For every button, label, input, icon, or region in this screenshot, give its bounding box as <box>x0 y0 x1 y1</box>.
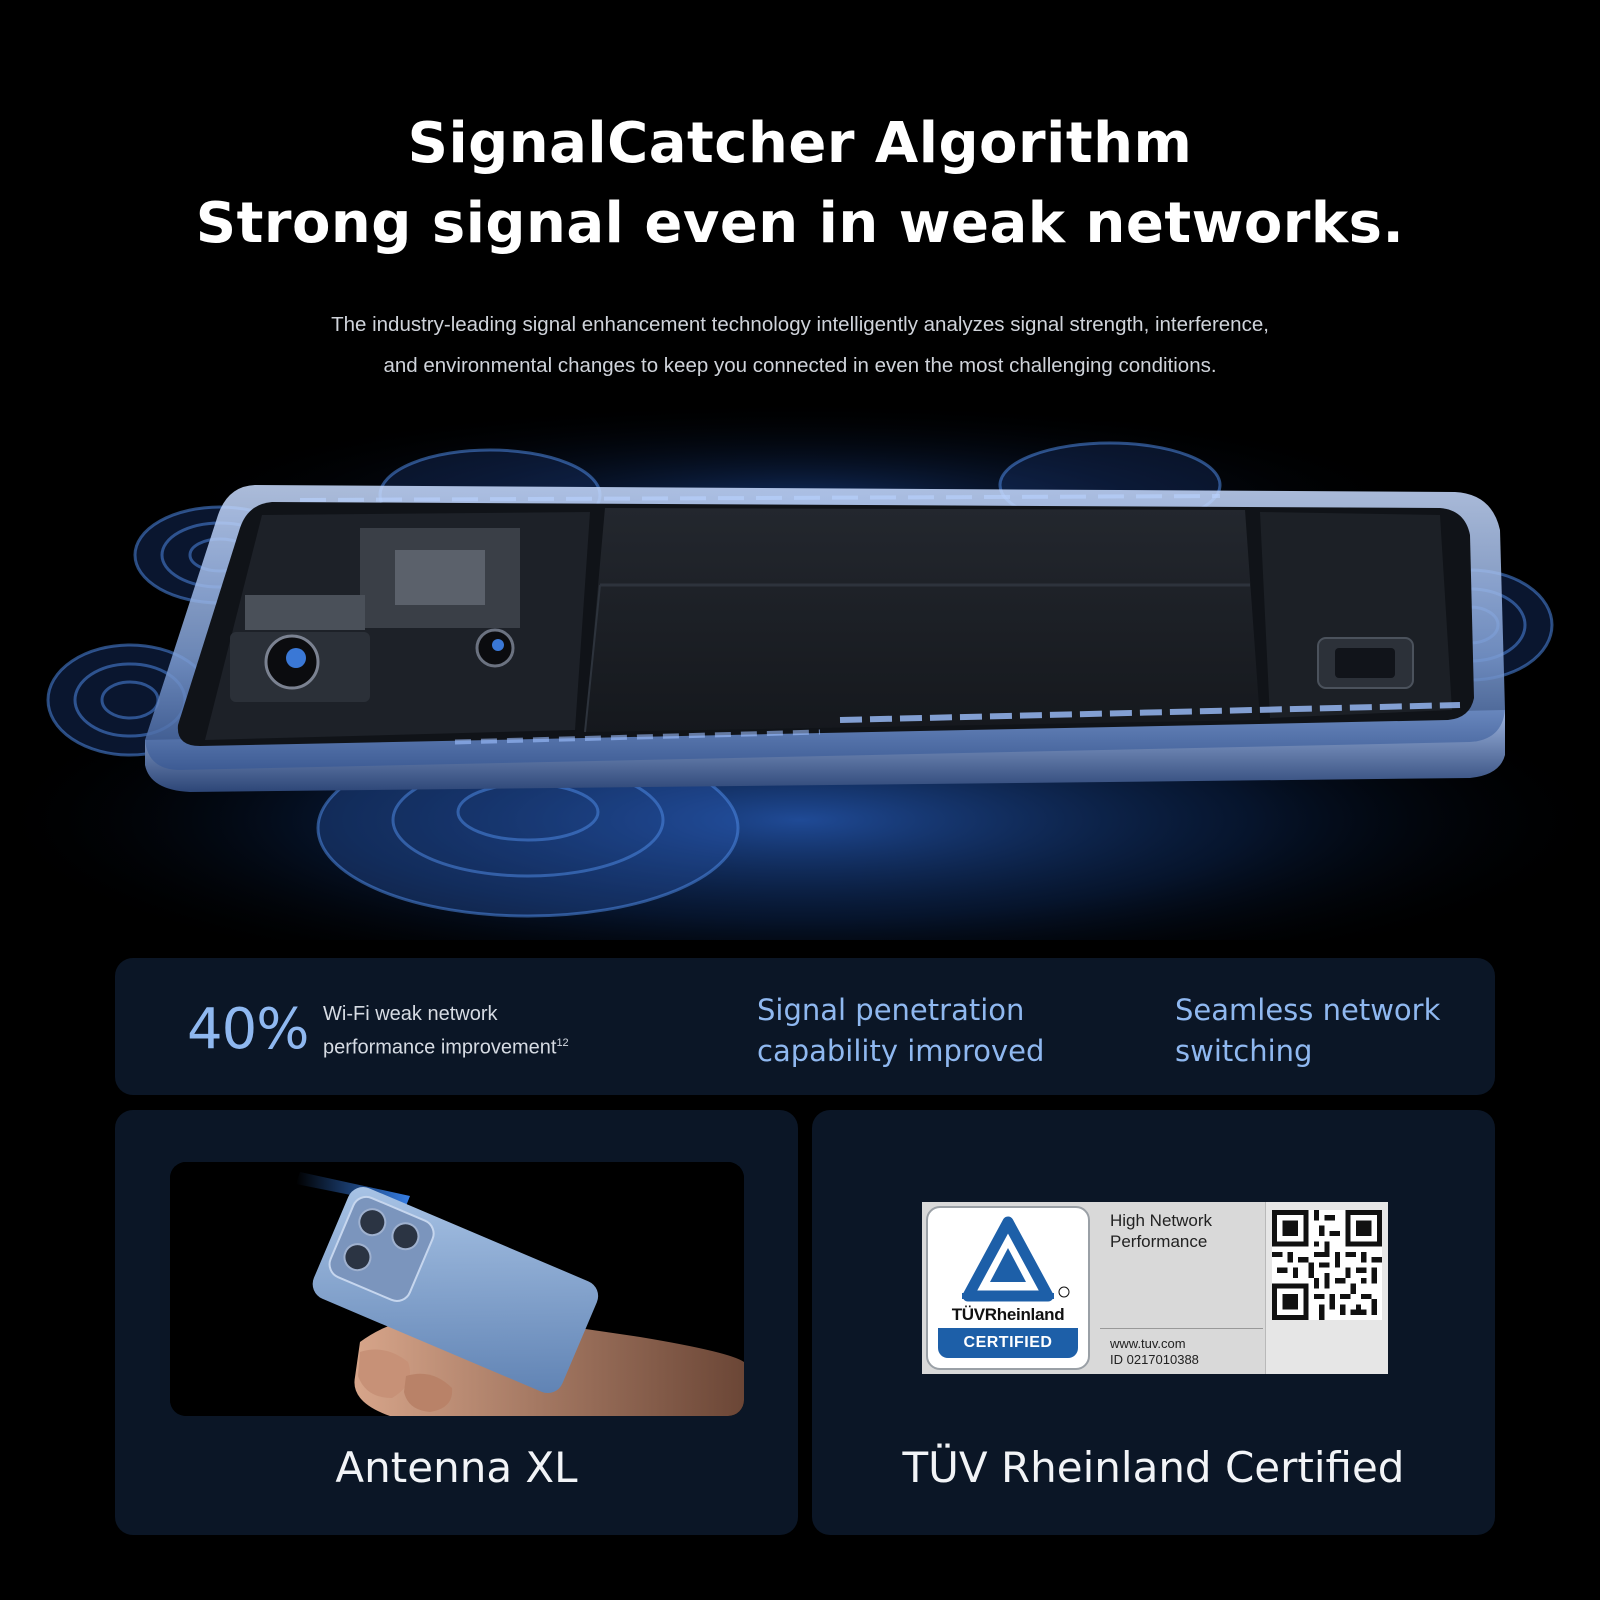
feature-seamless-switching: Seamless network switching <box>1175 990 1440 1072</box>
tuv-logo: TÜVRheinland CERTIFIED <box>926 1206 1090 1370</box>
antenna-xl-card: Antenna XL <box>115 1110 798 1535</box>
phone-internals-image <box>0 400 1600 940</box>
antenna-xl-caption: Antenna XL <box>335 1443 578 1492</box>
qr-code-icon <box>1272 1210 1382 1320</box>
footnote-marker: 12 <box>556 1037 569 1049</box>
page-title-line-2: Strong signal even in weak networks. <box>195 191 1405 256</box>
tuv-website: www.tuv.com <box>1110 1336 1186 1351</box>
tuv-certified-card: TÜVRheinland CERTIFIED High Network Perf… <box>812 1110 1495 1535</box>
tuv-info-title: High Network Performance <box>1110 1210 1212 1252</box>
wifi-desc-line-2-text: performance improvement <box>323 1036 557 1059</box>
hand-phone-image <box>170 1162 744 1416</box>
wifi-improvement-value: 40% <box>187 997 309 1062</box>
tuv-certification-badge: TÜVRheinland CERTIFIED High Network Perf… <box>922 1202 1388 1374</box>
tuv-certified-caption: TÜV Rheinland Certified <box>902 1443 1405 1492</box>
tuv-info-footer: www.tuv.com ID 0217010388 <box>1110 1336 1199 1368</box>
feature-signal-penetration: Signal penetration capability improved <box>757 990 1044 1072</box>
hero-section: SignalCatcher Algorithm Strong signal ev… <box>0 0 1600 386</box>
phone-body <box>145 485 1505 792</box>
page-title-line-1: SignalCatcher Algorithm <box>407 111 1193 176</box>
feature2-line-2: switching <box>1175 1034 1313 1068</box>
tuv-brand-text: TÜVRheinland <box>951 1305 1065 1324</box>
wifi-improvement-description: Wi-Fi weak network performance improveme… <box>323 1000 569 1063</box>
tuv-info-line-2: Performance <box>1110 1232 1208 1251</box>
tuv-info-line-1: High Network <box>1110 1211 1213 1230</box>
tuv-triangle-icon <box>962 1216 1070 1302</box>
wifi-desc-line-1: Wi-Fi weak network <box>323 1003 498 1025</box>
tuv-info-divider <box>1100 1328 1263 1329</box>
tuv-certified-label: CERTIFIED <box>938 1328 1078 1358</box>
stats-card: 40% Wi-Fi weak network performance impro… <box>115 958 1495 1095</box>
feature1-line-1: Signal penetration <box>757 993 1025 1027</box>
subtitle-line-1: The industry-leading signal enhancement … <box>331 313 1269 336</box>
hand-holding-phone-photo <box>170 1162 744 1416</box>
page-subtitle: The industry-leading signal enhancement … <box>250 304 1350 386</box>
phone-internals-illustration <box>0 380 1600 940</box>
tuv-qr-area <box>1265 1202 1388 1374</box>
subtitle-line-2: and environmental changes to keep you co… <box>383 354 1217 377</box>
feature1-line-2: capability improved <box>757 1034 1045 1068</box>
wifi-desc-line-2: performance improvement12 <box>323 1029 569 1063</box>
feature2-line-1: Seamless network <box>1175 993 1441 1027</box>
tuv-id: ID 0217010388 <box>1110 1352 1199 1367</box>
